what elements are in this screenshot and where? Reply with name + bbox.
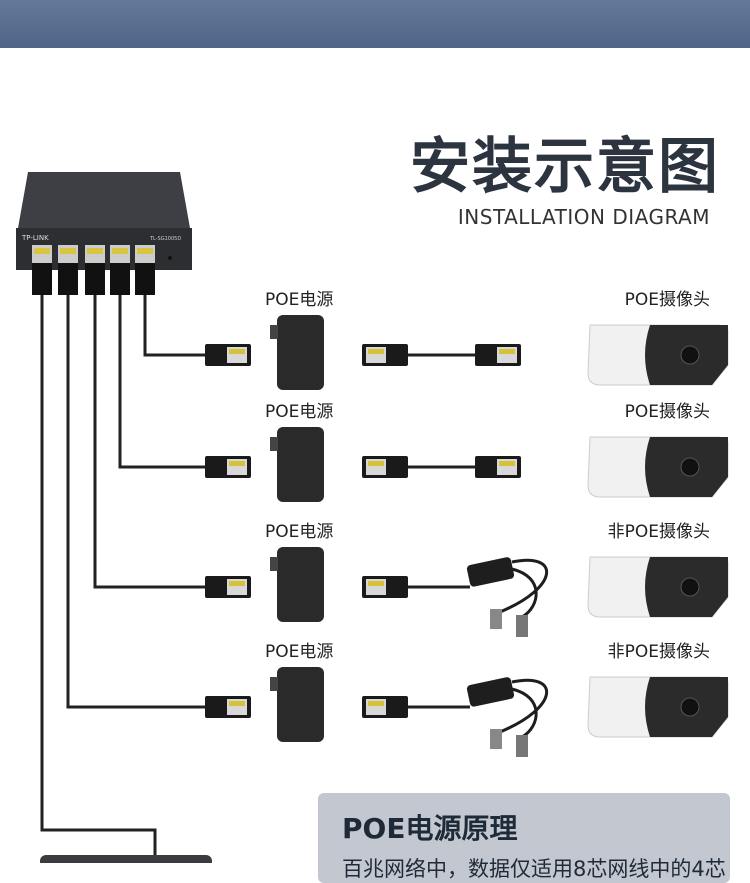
rj45-connector	[475, 456, 521, 478]
connection-row	[205, 547, 729, 637]
poe-power-label: POE电源	[265, 402, 334, 422]
page-subtitle: INSTALLATION DIAGRAM	[457, 205, 710, 229]
poe-principle-title: POE电源原理	[342, 812, 518, 845]
ethernet-cable	[93, 295, 205, 589]
connection-row	[205, 315, 729, 390]
connection-row	[205, 427, 729, 502]
poe-power-label: POE电源	[265, 290, 334, 310]
nvr-device	[40, 855, 212, 863]
poe-power-label: POE电源	[265, 642, 334, 662]
camera-label: POE摄像头	[624, 290, 710, 310]
ethernet-cable	[118, 295, 205, 469]
poe-splitter	[408, 677, 549, 757]
switch-port-plug	[32, 245, 52, 295]
poe-power-label: POE电源	[265, 522, 334, 542]
rj45-connector	[205, 576, 251, 598]
page-title: 安装示意图	[410, 132, 720, 202]
poe-power-adapter	[270, 427, 324, 502]
switch-port-plug	[58, 245, 78, 295]
switch-model: TL-SG1005D	[149, 236, 181, 242]
poe-power-adapter	[270, 315, 324, 390]
camera	[587, 324, 729, 386]
ethernet-cable	[143, 295, 205, 357]
ethernet-cable	[40, 295, 157, 858]
poe-splitter	[408, 557, 549, 637]
rj45-connector	[205, 696, 251, 718]
rj45-connector	[205, 456, 251, 478]
camera-label: POE摄像头	[624, 402, 710, 422]
rj45-connector	[205, 344, 251, 366]
poe-power-adapter	[270, 547, 324, 622]
poe-power-adapter	[270, 667, 324, 742]
camera-label: 非POE摄像头	[607, 642, 710, 662]
poe-principle-box: POE电源原理 百兆网络中，数据仅适用8芯网线中的4芯	[318, 793, 730, 883]
connection-row	[205, 667, 729, 757]
camera	[587, 436, 729, 498]
switch-port-plug	[135, 245, 155, 295]
rj45-connector	[475, 344, 521, 366]
switch-brand: TP-LINK	[21, 234, 49, 242]
rj45-connector	[362, 344, 408, 366]
switch-port-plug	[110, 245, 130, 295]
rj45-connector	[362, 456, 408, 478]
rj45-connector	[362, 696, 408, 718]
installation-diagram: TP-LINK TL-SG1005D	[16, 172, 729, 863]
switch-port-plug	[85, 245, 105, 295]
camera	[587, 676, 729, 738]
header-band	[0, 0, 750, 48]
rj45-connector	[362, 576, 408, 598]
camera-label: 非POE摄像头	[607, 522, 710, 542]
camera	[587, 556, 729, 618]
poe-principle-text: 百兆网络中，数据仅适用8芯网线中的4芯	[342, 857, 726, 881]
ethernet-cable	[66, 295, 205, 709]
